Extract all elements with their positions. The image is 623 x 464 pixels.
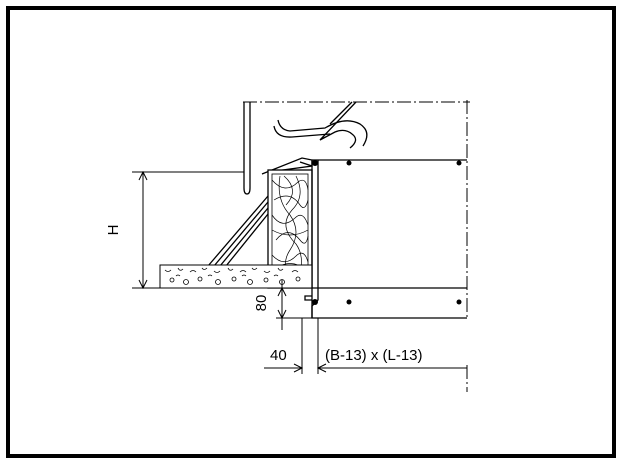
- drawing-frame: [6, 6, 616, 458]
- screws: [312, 160, 462, 305]
- unit-frame: [304, 159, 467, 319]
- height-label: H: [105, 225, 122, 236]
- support-rods: [207, 195, 269, 267]
- opening-size-label: (B-13) x (L-13): [325, 347, 423, 364]
- roof-flashing: [243, 102, 251, 195]
- offset-80-label: 80: [253, 295, 270, 312]
- cover-profile: [273, 101, 368, 149]
- roof-slab: [159, 264, 313, 289]
- offset-40-label: 40: [270, 347, 287, 364]
- dimension-40: [264, 318, 467, 374]
- dimension-80: [268, 280, 312, 330]
- dimension-h: [132, 170, 244, 290]
